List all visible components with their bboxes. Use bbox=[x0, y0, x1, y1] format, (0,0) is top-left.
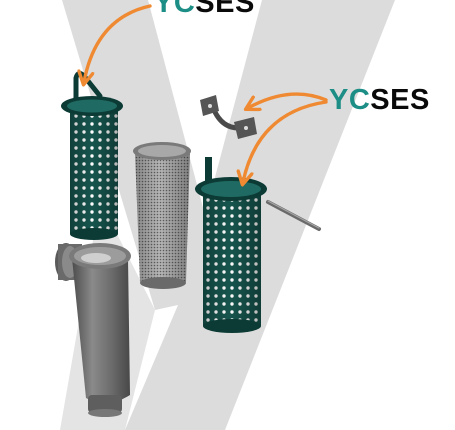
brand-label-right: YCSES bbox=[329, 86, 430, 115]
mesh-strainer-insert bbox=[133, 142, 191, 289]
brand-prefix: YC bbox=[154, 0, 196, 19]
strainer-housing bbox=[55, 243, 131, 417]
perforated-basket-with-handle bbox=[61, 70, 123, 240]
callout-arrow-open-basket bbox=[243, 100, 328, 182]
mounting-bracket bbox=[200, 95, 257, 139]
brand-label-top: YCSES bbox=[154, 0, 255, 18]
brand-suffix: SES bbox=[195, 0, 255, 19]
support-rod bbox=[266, 200, 321, 231]
brand-suffix: SES bbox=[370, 84, 430, 116]
brand-prefix: YC bbox=[329, 84, 371, 116]
callout-arrow-bracket bbox=[248, 92, 328, 108]
callout-arrow-basket bbox=[84, 4, 152, 82]
perforated-basket-open bbox=[195, 157, 267, 333]
